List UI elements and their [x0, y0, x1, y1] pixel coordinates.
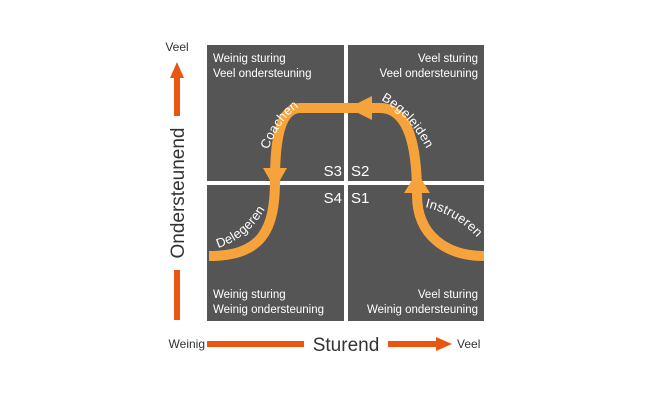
x-axis-label: Sturend — [313, 335, 380, 356]
x-axis-line-left — [207, 341, 304, 347]
x-axis-right-label: Veel — [457, 337, 480, 351]
quadrant-bottom-left-line1: Weinig sturing — [213, 289, 286, 301]
quadrant-bottom-right-line2: Weinig ondersteuning — [367, 304, 478, 316]
y-axis-line-top — [174, 76, 180, 116]
y-axis-line-bottom — [174, 270, 180, 320]
style-s2: S2 — [351, 163, 369, 180]
curve-arrowhead-s3 — [263, 168, 287, 189]
style-s1: S1 — [351, 190, 369, 207]
x-axis-left-label: Weinig — [169, 337, 205, 351]
quadrant-bottom-left-line2: Weinig ondersteuning — [213, 304, 324, 316]
quadrant-top-right-line1: Veel sturing — [418, 53, 478, 65]
leadership-curve — [208, 103, 485, 261]
curve-arrowhead-s2 — [348, 96, 372, 120]
quadrant-top-right-line2: Veel ondersteuning — [380, 68, 478, 80]
x-axis-arrowhead — [436, 337, 452, 351]
y-axis-label: Ondersteunend — [168, 128, 189, 259]
style-s3: S3 — [324, 163, 342, 180]
quadrant-bottom-right-line1: Veel sturing — [418, 289, 478, 301]
x-axis-line-right — [388, 341, 438, 347]
quadrant-top-left-line1: Weinig sturing — [213, 53, 286, 65]
y-axis-top-label: Veel — [165, 40, 188, 54]
quadrant-top-left-line2: Veel ondersteuning — [213, 68, 311, 80]
style-s4: S4 — [324, 190, 342, 207]
curve-arrowhead-s1 — [404, 172, 430, 193]
y-axis-arrowhead — [170, 62, 184, 78]
